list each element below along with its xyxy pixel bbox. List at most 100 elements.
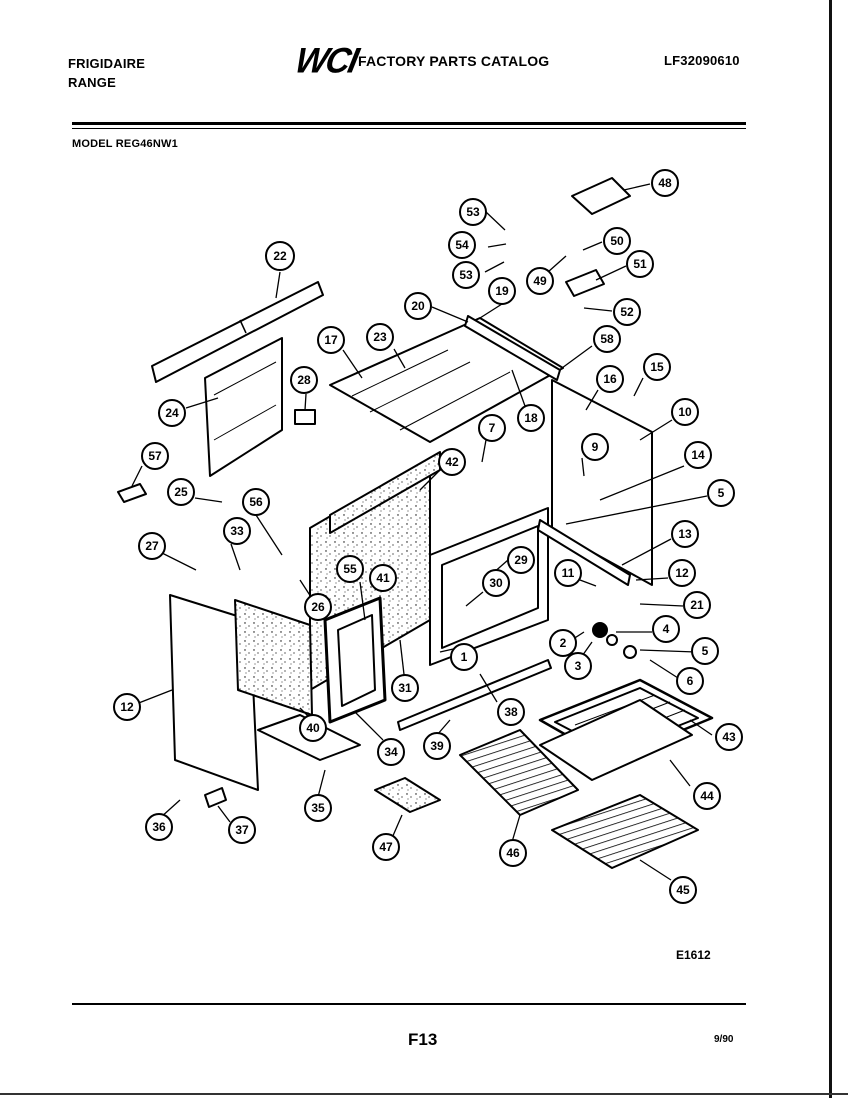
callout-26: 26 — [304, 593, 332, 621]
callout-label: 31 — [398, 681, 412, 695]
callout-label: 42 — [445, 455, 459, 469]
callout-label: 55 — [343, 562, 357, 576]
callout-15: 15 — [643, 353, 671, 381]
callout-label: 50 — [610, 234, 624, 248]
callout-label: 28 — [297, 373, 311, 387]
callout-label: 45 — [676, 883, 690, 897]
callout-31: 31 — [391, 674, 419, 702]
callout-54: 54 — [448, 231, 476, 259]
callout-34: 34 — [377, 738, 405, 766]
callout-40: 40 — [299, 714, 327, 742]
product-category: RANGE — [68, 75, 116, 90]
header-rule-thick — [72, 122, 746, 125]
callout-label: 53 — [466, 205, 480, 219]
callout-53-lower: 53 — [452, 261, 480, 289]
callout-label: 35 — [311, 801, 325, 815]
callout-label: 29 — [514, 553, 528, 567]
callout-53-upper: 53 — [459, 198, 487, 226]
callout-8: 5 — [707, 479, 735, 507]
callout-36: 36 — [145, 813, 173, 841]
callout-41: 41 — [369, 564, 397, 592]
callout-18: 18 — [517, 404, 545, 432]
callout-label: 37 — [235, 823, 249, 837]
callout-46: 46 — [499, 839, 527, 867]
callout-19: 19 — [488, 277, 516, 305]
callout-label: 12 — [675, 566, 689, 580]
callout-45: 45 — [669, 876, 697, 904]
callout-label: 5 — [718, 486, 725, 500]
callout-39: 39 — [423, 732, 451, 760]
part-drawings — [117, 177, 714, 869]
callout-9: 9 — [581, 433, 609, 461]
callout-label: 13 — [678, 527, 692, 541]
callout-label: 1 — [461, 650, 468, 664]
callout-3: 3 — [564, 652, 592, 680]
callout-22: 22 — [265, 241, 295, 271]
callout-44: 44 — [693, 782, 721, 810]
callout-label: 20 — [411, 299, 425, 313]
callout-label: 3 — [575, 659, 582, 673]
callout-label: 52 — [620, 305, 634, 319]
callout-label: 41 — [376, 571, 390, 585]
callout-label: 10 — [678, 405, 692, 419]
callout-28: 28 — [290, 366, 318, 394]
callout-label: 43 — [722, 730, 736, 744]
callout-47: 47 — [372, 833, 400, 861]
callout-label: 7 — [489, 421, 496, 435]
callout-17: 17 — [317, 326, 345, 354]
callout-4: 4 — [652, 615, 680, 643]
callout-50: 50 — [603, 227, 631, 255]
callout-label: 4 — [663, 622, 670, 636]
callout-52: 52 — [613, 298, 641, 326]
callout-label: 38 — [504, 705, 518, 719]
callout-11: 11 — [554, 559, 582, 587]
catalog-title: FACTORY PARTS CATALOG — [358, 53, 550, 69]
callout-label: 17 — [324, 333, 338, 347]
header-rule-thin — [72, 128, 746, 129]
callout-30: 30 — [482, 569, 510, 597]
callout-label: 53 — [459, 268, 473, 282]
callout-2: 2 — [549, 629, 577, 657]
callout-label: 19 — [495, 284, 509, 298]
callout-43: 43 — [715, 723, 743, 751]
callout-label: 25 — [174, 485, 188, 499]
callout-label: 15 — [650, 360, 664, 374]
callout-5: 5 — [691, 637, 719, 665]
page-edge-bottom — [0, 1093, 848, 1095]
callout-label: 5 — [702, 644, 709, 658]
callout-38: 38 — [497, 698, 525, 726]
callout-label: 44 — [700, 789, 714, 803]
callout-24: 24 — [158, 399, 186, 427]
callout-label: 30 — [489, 576, 503, 590]
callout-16: 16 — [596, 365, 624, 393]
callout-label: 39 — [430, 739, 444, 753]
callout-label: 58 — [600, 332, 614, 346]
callout-42: 42 — [438, 448, 466, 476]
callout-label: 24 — [165, 406, 179, 420]
callout-label: 6 — [687, 674, 694, 688]
catalog-number: LF32090610 — [664, 53, 740, 68]
page-number: F13 — [408, 1030, 438, 1049]
callout-25: 25 — [167, 478, 195, 506]
callout-48: 48 — [651, 169, 679, 197]
callout-13: 13 — [671, 520, 699, 548]
callout-33: 33 — [223, 517, 251, 545]
footer-rule — [72, 1003, 746, 1005]
callout-label: 51 — [633, 257, 647, 271]
model-line: MODEL REG46NW1 — [72, 138, 178, 150]
callout-55: 55 — [336, 555, 364, 583]
callout-label: 54 — [455, 238, 469, 252]
callout-label: 57 — [148, 449, 162, 463]
callout-58: 58 — [593, 325, 621, 353]
callout-label: 16 — [603, 372, 617, 386]
callout-label: 18 — [524, 411, 538, 425]
callout-label: 23 — [373, 330, 387, 344]
callout-29: 29 — [507, 546, 535, 574]
callout-label: 9 — [592, 440, 599, 454]
callout-6: 6 — [676, 667, 704, 695]
callout-57: 57 — [141, 442, 169, 470]
callout-label: 36 — [152, 820, 166, 834]
callout-27: 27 — [138, 532, 166, 560]
date-code: 9/90 — [714, 1034, 734, 1045]
callout-14: 14 — [684, 441, 712, 469]
